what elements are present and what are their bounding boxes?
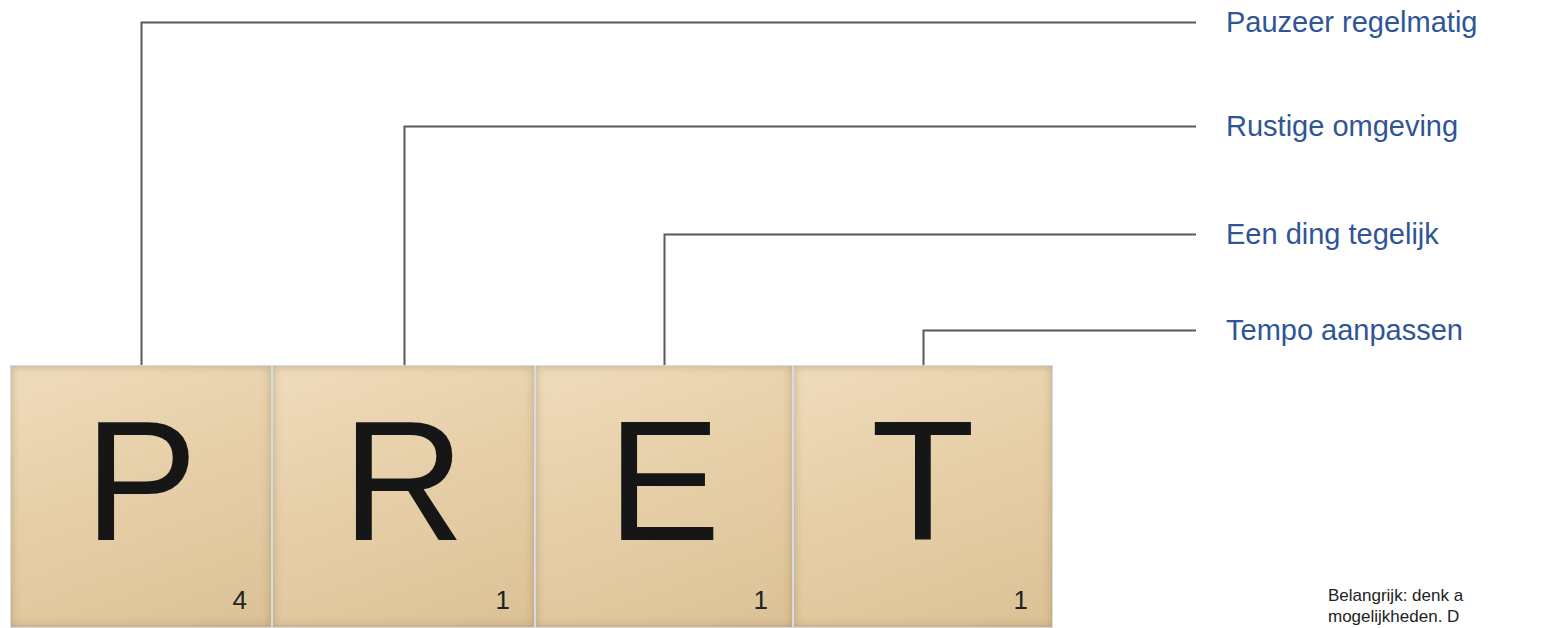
tile-score: 1 — [496, 587, 510, 613]
leader-line — [665, 235, 1197, 366]
callout-text: Rustige omgeving — [1196, 107, 1458, 146]
callout-label: Rustige omgeving — [1226, 110, 1458, 142]
callout-label: Een ding tegelijk — [1226, 218, 1439, 250]
tile-letter: T — [794, 396, 1052, 566]
tile-letter: P — [11, 396, 271, 566]
note-text: mogelijkheden. D — [1328, 607, 1459, 627]
callout-text: Een ding tegelijk — [1196, 215, 1439, 254]
callout-text: Tempo aanpassen — [1196, 311, 1463, 350]
letter-tile: P4 — [10, 365, 272, 628]
leader-line — [924, 331, 1197, 366]
letter-tile: E1 — [535, 365, 793, 628]
letter-tile: R1 — [272, 365, 535, 628]
callout-label: Pauzeer regelmatig — [1226, 6, 1477, 38]
leader-line — [142, 23, 1197, 366]
tile-score: 1 — [1014, 587, 1028, 613]
tile-letter: R — [273, 396, 534, 566]
leader-line — [405, 127, 1197, 366]
tile-score: 4 — [233, 587, 247, 613]
letter-tile: T1 — [793, 365, 1053, 628]
callout-label: Tempo aanpassen — [1226, 314, 1463, 346]
callout-text: Pauzeer regelmatig — [1196, 3, 1477, 42]
note-text: Belangrijk: denk a — [1328, 586, 1463, 606]
tile-letter: E — [536, 396, 792, 566]
tile-score: 1 — [754, 587, 768, 613]
